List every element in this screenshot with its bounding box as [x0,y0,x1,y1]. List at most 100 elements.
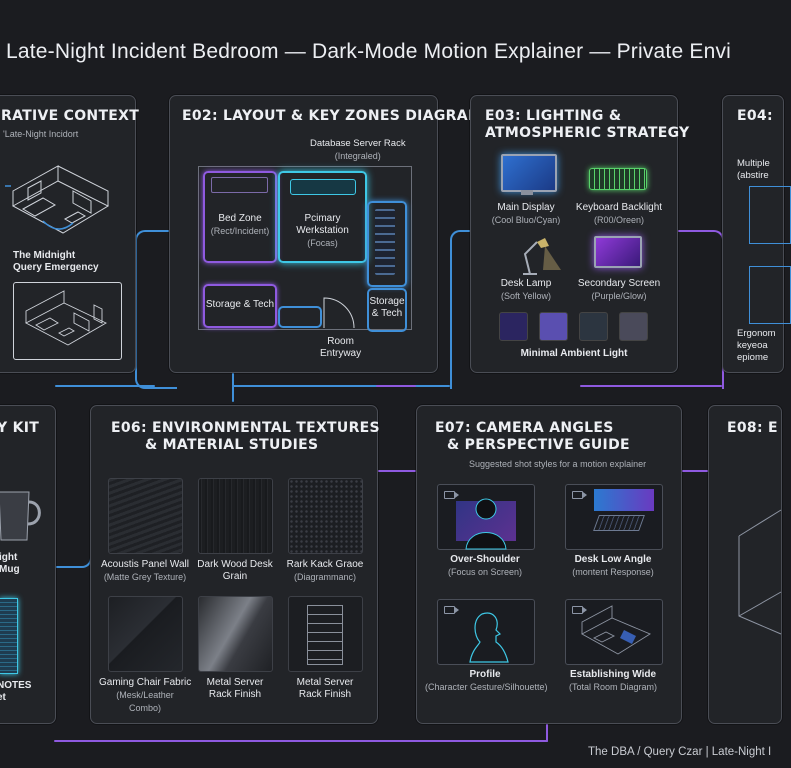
main-display-stand [521,190,533,195]
shot-desk-low-angle[interactable] [565,484,663,550]
e06-title-line2: & MATERIAL STUDIES [145,437,319,453]
server-rack-zone[interactable] [367,201,407,287]
floorplan-outline [198,166,412,330]
card-e05-partial: Y KIT ight Mug NOTES et [0,405,56,724]
connector-line [376,385,416,387]
tablet-notes-icon [0,598,18,674]
room-wide-illustration [581,605,651,655]
shot-2-name: Desk Low Angle [574,554,652,565]
e04-text1-line1: Multiple [737,158,770,169]
shot-profile[interactable] [437,599,535,665]
bed-zone-line2: (Rect/Incident) [210,226,270,236]
e05-notes-line2: et [0,692,6,703]
texture-label-3: Rark Kack Graoe (Diagrammanc) [279,559,371,584]
e01-subtitle: 'Late-Night Incidort [3,129,79,139]
keyboard-backlight-label: Keyboard Backlight (R00/Oreen) [571,202,667,227]
texture-3-line1: Rark Kack Graoe [286,559,364,570]
secondary-screen-note: (Purple/Glow) [591,291,647,301]
bed-zone[interactable]: Bed Zone (Rect/Incident) [203,171,277,263]
e05-title: Y KIT [0,420,40,436]
isometric-room-illustration [5,165,110,234]
floorplan-illustration [25,290,107,346]
e05-mug-line2: Mug [0,564,20,575]
connector-line [580,385,722,387]
shot-3-name: Profile [469,669,501,680]
e04-text1: Multiple (abstire [737,158,770,182]
e03-title: E03: LIGHTING & ATMOSPHERIC STRATEGY [485,108,690,142]
door-swing-icon [323,297,355,329]
secondary-screen-name: Secondary Screen [577,278,661,289]
main-display-icon [501,154,557,192]
e01-caption-line1: The Midnight [13,250,76,261]
e03-title-line2: ATMOSPHERIC STRATEGY [485,125,690,141]
keyboard-illustration [593,515,645,531]
desk-lamp-label: Desk Lamp (Soft Yellow) [481,278,571,303]
connector-line [676,230,724,389]
e06-title-line1: E06: ENVIRONMENTAL TEXTURES [111,420,380,436]
e07-subtitle: Suggested shot styles for a motion expla… [469,459,647,469]
room-diagram-box [13,282,122,360]
monitor-glow [594,489,654,511]
entryway-label: Room Entryway [320,336,361,360]
e03-title-line1: E03: LIGHTING & [485,108,622,124]
e04-text2-line2: keyeoa [737,340,768,351]
card-e03-lighting: E03: LIGHTING & ATMOSPHERIC STRATEGY Mai… [470,95,689,373]
ambient-swatch-1 [499,312,528,341]
e04-text2-line1: Ergonom [737,328,776,339]
connector-line [232,372,234,402]
texture-label-1: Acoustis Panel Wall (Matte Grey Texture) [99,559,191,584]
dark-wood-texture [198,478,273,554]
card-e08-partial: E08: E [708,405,782,724]
keyboard-backlight-icon [589,168,647,190]
keyboard-backlight-note: (R00/Oreen) [593,215,645,225]
ambient-swatch-4 [619,312,648,341]
shot-2-note: (montent Response) [572,567,654,577]
e07-title: E07: CAMERA ANGLES & PERSPECTIVE GUIDE [435,420,630,454]
server-rack-texture [288,596,363,672]
e05-notes-label: NOTES et [0,680,31,704]
e05-mug-label: ight Mug [0,552,20,576]
person-silhouette-icon [465,498,507,550]
texture-2-line1: Dark Wood Desk [197,559,273,570]
texture-1-line1: Acoustis Panel Wall [101,559,189,570]
e05-mug-line1: ight [0,552,18,563]
card-e07-camera-angles: E07: CAMERA ANGLES & PERSPECTIVE GUIDE S… [416,405,682,724]
shot-establishing-wide[interactable] [565,599,663,665]
shot-label-1: Over-Shoulder (Focus on Screen) [425,554,545,579]
workstation-line3: (Focas) [307,238,338,248]
page-title: Late-Night Incident Bedroom — Dark-Mode … [6,40,732,63]
e01-caption: The Midnight Query Emergency [13,250,99,274]
profile-silhouette-icon [469,612,509,663]
storage-zone-left[interactable]: Storage & Tech [203,284,277,328]
card-e04-partial: E04: Multiple (abstire Ergonom keyeoa ep… [722,95,791,373]
texture-2-line2: Grain [222,571,248,582]
shot-label-2: Desk Low Angle (montent Response) [553,554,673,579]
shot-4-name: Establishing Wide [569,669,657,680]
acoustic-panel-texture [108,478,183,554]
e07-title-line2: & PERSPECTIVE GUIDE [447,437,630,453]
bed-zone-line1: Bed Zone [218,213,262,224]
camera-icon [572,491,587,499]
shot-3-note: (Character Gesture/Silhouette) [425,682,548,692]
e01-caption-line2: Query Emergency [13,262,99,273]
e05-notes-line1: NOTES [0,680,32,691]
chair-fabric-texture [108,596,183,672]
desk-monitors [290,179,356,195]
e04-frame-top [749,186,791,244]
shot-over-shoulder[interactable] [437,484,535,550]
bed-illustration [211,177,268,193]
camera-icon [444,606,459,614]
main-display-label: Main Display (Cool Bluo/Cyan) [481,202,571,227]
rack-callout-line2: (Integraled) [334,151,381,161]
texture-label-2: Dark Wood Desk Grain [189,559,281,583]
server-rack-illustration [375,209,395,275]
e06-title: E06: ENVIRONMENTAL TEXTURES & MATERIAL S… [111,420,380,454]
footer-credit: The DBA / Query Czar | Late-Night I [588,746,772,758]
texture-6-line2: Rack Finish [298,689,352,700]
desk-lamp-icon [523,238,561,275]
shot-label-3: Profile (Character Gesture/Silhouette) [425,669,548,694]
workstation-zone[interactable]: Pcimary Werkstation (Focas) [278,171,367,263]
storage-zone-right[interactable]: Storage & Tech [367,288,407,332]
workstation-label: Pcimary Werkstation (Focas) [280,213,365,250]
connector-line [54,740,548,742]
